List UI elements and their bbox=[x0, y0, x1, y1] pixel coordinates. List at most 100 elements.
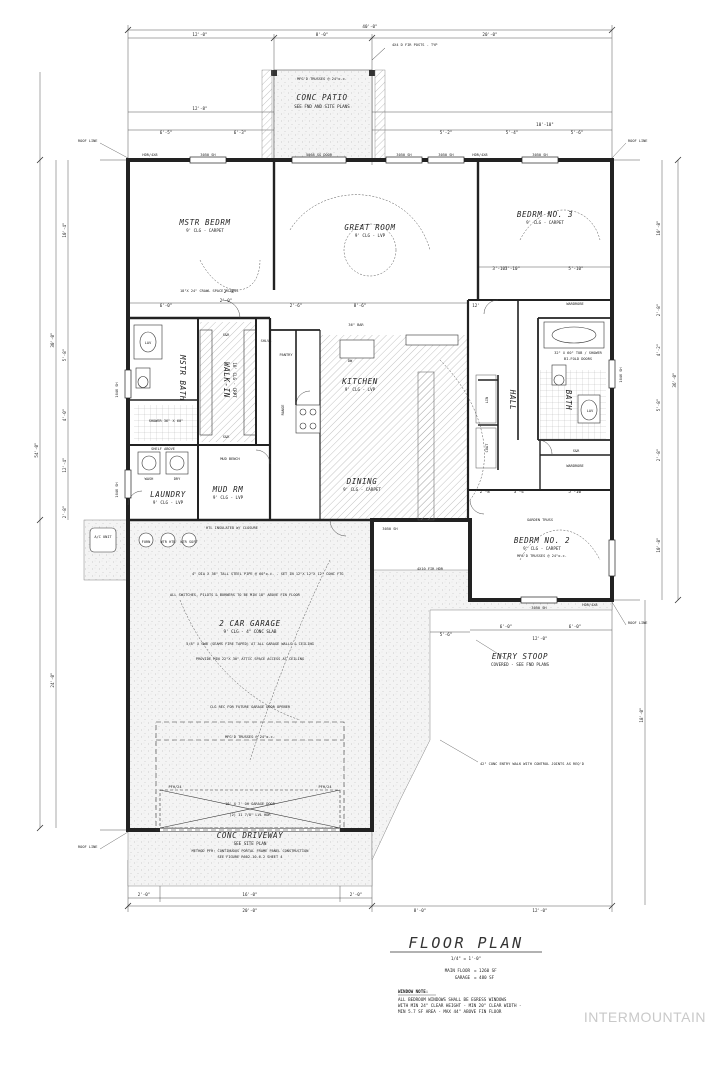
room-name-laundry: LAUNDRY bbox=[150, 490, 186, 499]
dim-left-upper: 30'-0" bbox=[50, 332, 55, 347]
dim-entry-3: 12'-0" bbox=[532, 636, 547, 641]
note-posts: 4X4 D FIR POSTS - TYP bbox=[392, 43, 437, 47]
note-hdr-3: HDR/4X8 bbox=[582, 603, 597, 607]
kitchen-island bbox=[417, 371, 435, 521]
dimension-ticks bbox=[36, 26, 682, 910]
door-swings bbox=[127, 299, 553, 537]
garage-door bbox=[155, 721, 345, 832]
room-name-dining: DINING bbox=[346, 477, 378, 486]
linen-closet bbox=[475, 374, 497, 424]
note-wash: WASH bbox=[145, 477, 154, 481]
dim-int-1: 6'-0" bbox=[160, 303, 173, 308]
note-bollard: 4" DIA X 36" TALL STEEL PIPE @ 60"o.c. -… bbox=[192, 572, 343, 576]
note-furn: FURN bbox=[142, 540, 151, 544]
room-name-hall: HALL bbox=[508, 389, 517, 410]
note-wtr-soft: WTR SOFT bbox=[180, 540, 198, 544]
room-note-master: 9' CLG - CARPET bbox=[186, 228, 224, 233]
note-range: RANGE bbox=[281, 405, 285, 416]
note-garden: GARDEN TRUSS bbox=[527, 518, 553, 522]
kitchen-dining-floor bbox=[320, 335, 468, 520]
note-wardrobe-2: WARDROBE bbox=[566, 464, 583, 468]
note-lav-2: LAV bbox=[145, 341, 152, 345]
note-dry: DRY bbox=[174, 477, 181, 481]
dim-left-seg-1: 10'-4" bbox=[62, 222, 67, 237]
dim-top-seg-1: 12'-0" bbox=[192, 32, 207, 37]
dim-right-overall: 36'-0" bbox=[672, 372, 677, 387]
dimension-lines bbox=[39, 25, 679, 912]
room-labels: CONC PATIO SEE FND AND SITE PLANS MSTR B… bbox=[150, 93, 573, 846]
dim-bot2-1: 20'-0" bbox=[242, 908, 257, 913]
room-name-entry: ENTRY STOOP bbox=[492, 652, 548, 661]
note-win-door: 5068 SG DOOR bbox=[306, 153, 333, 157]
dim-right-seg-6: 10'-8" bbox=[656, 537, 661, 552]
room-name-mud: MUD RM bbox=[212, 485, 244, 494]
room-note-entry: COVERED - SEE FND PLANS bbox=[491, 662, 549, 667]
dim-top-seg-3: 20'-0" bbox=[482, 32, 497, 37]
note-mud-bench: MUD BENCH bbox=[220, 457, 239, 461]
note-dw: DW bbox=[348, 359, 353, 363]
room-name-patio: CONC PATIO bbox=[296, 93, 347, 102]
area-main-value: = 1260 SF bbox=[474, 968, 497, 973]
room-note-walkin: 10' CLG - CRPT bbox=[232, 362, 237, 398]
dim-int-4: 8'-6" bbox=[354, 303, 367, 308]
room-note-bed2: 9' CLG - CARPET bbox=[523, 546, 561, 551]
dim-right-seg-5: 2'-8" bbox=[656, 449, 661, 462]
title-block: FLOOR PLAN 1/4" = 1'-0" MAIN FLOOR = 126… bbox=[390, 934, 542, 1014]
note-wardrobe-1: WARDROBE bbox=[566, 302, 583, 306]
window-note-3: MIN 5.7 SF AREA - MAX 44" ABOVE FIN FLOO… bbox=[398, 1009, 502, 1014]
windows bbox=[124, 156, 616, 604]
note-win-1040-3: 1040 SH bbox=[619, 367, 623, 382]
plan-scale: 1/4" = 1'-0" bbox=[451, 956, 481, 961]
dim-row3-2: 6'-3" bbox=[234, 130, 247, 135]
note-crawl: 18"X 24" CRAWL SPACE ACCESS bbox=[180, 289, 238, 293]
driveway-slab bbox=[127, 829, 373, 887]
patio bbox=[261, 47, 386, 161]
dim-top-seg-2: 8'-0" bbox=[316, 32, 329, 37]
dim-right-seg-1: 10'-8" bbox=[656, 220, 661, 235]
dim-row3-6: 5'-4" bbox=[506, 130, 519, 135]
room-name-bath: BATH bbox=[564, 390, 573, 410]
dim-row3-7: 5'-6" bbox=[571, 130, 584, 135]
dim-top-overall: 40'-0" bbox=[362, 24, 377, 29]
garage-floor bbox=[128, 520, 372, 830]
coat-closet bbox=[475, 427, 497, 469]
dim-right-seg-2: 2'-8" bbox=[656, 304, 661, 317]
note-insulated: HTL INSULATED W/ CLOSURE bbox=[206, 526, 258, 530]
room-name-bed2: BEDRM NO. 2 bbox=[514, 536, 570, 545]
note-attic: PROVIDE MIN 22"X 30" ATTIC SPACE ACCESS … bbox=[196, 657, 304, 661]
room-name-master: MSTR BEDRM bbox=[178, 218, 230, 227]
room-name-great: GREAT ROOM bbox=[344, 223, 395, 232]
note-bar: 36" BAR bbox=[348, 323, 364, 327]
note-lav: LAV bbox=[587, 409, 594, 413]
plan-title: FLOOR PLAN bbox=[408, 934, 523, 952]
shower-floor bbox=[134, 405, 198, 441]
dim-bot2-3: 12'-0" bbox=[532, 908, 547, 913]
watermark: INTERMOUNTAIN bbox=[584, 1009, 706, 1025]
note-ac: A/C UNIT bbox=[94, 535, 112, 539]
dim-left-lower: 24'-0" bbox=[50, 672, 55, 687]
dim-entry-5: 6'-0" bbox=[569, 624, 582, 629]
fixtures bbox=[89, 321, 605, 553]
room-note-patio: SEE FND AND SITE PLANS bbox=[294, 104, 350, 109]
dim-bot1-3: 2'-0" bbox=[350, 892, 363, 897]
note-win-5: 3050 SH bbox=[531, 606, 546, 610]
dim-row2-1: 12'-8" bbox=[192, 106, 207, 111]
note-shower: SHOWER 36" X 60" bbox=[149, 419, 184, 423]
dim-row2-2: 10'-10" bbox=[536, 122, 554, 127]
dim-entry-4: 6'-0" bbox=[500, 624, 513, 629]
leader-lines bbox=[99, 142, 627, 850]
dim-int2-1: 2'-8" bbox=[224, 289, 237, 294]
dim-row3-1: 6'-5" bbox=[160, 130, 173, 135]
dim-entry-2: 5'-6" bbox=[440, 632, 453, 637]
room-name-kitchen: KITCHEN bbox=[341, 377, 378, 386]
note-tub: 32" X 60" TUB / SHOWER bbox=[554, 351, 602, 355]
note-win-3: 3050 SH bbox=[438, 153, 453, 157]
entry-walk-slab bbox=[371, 569, 613, 861]
note-walk: 42" CONC ENTRY WALK WITH CONTROL JOINTS … bbox=[480, 762, 584, 766]
dim-int2-2: 3'-10" bbox=[505, 266, 520, 271]
room-note-kitchen: 9' CLG - LVP bbox=[345, 387, 376, 392]
dim-int2-5: 5'-10" bbox=[568, 489, 583, 494]
note-roof-line-2: ROOF LINE bbox=[628, 139, 647, 143]
note-sr-3: S&R bbox=[573, 449, 580, 453]
note-sr-1: S&R bbox=[223, 333, 230, 337]
